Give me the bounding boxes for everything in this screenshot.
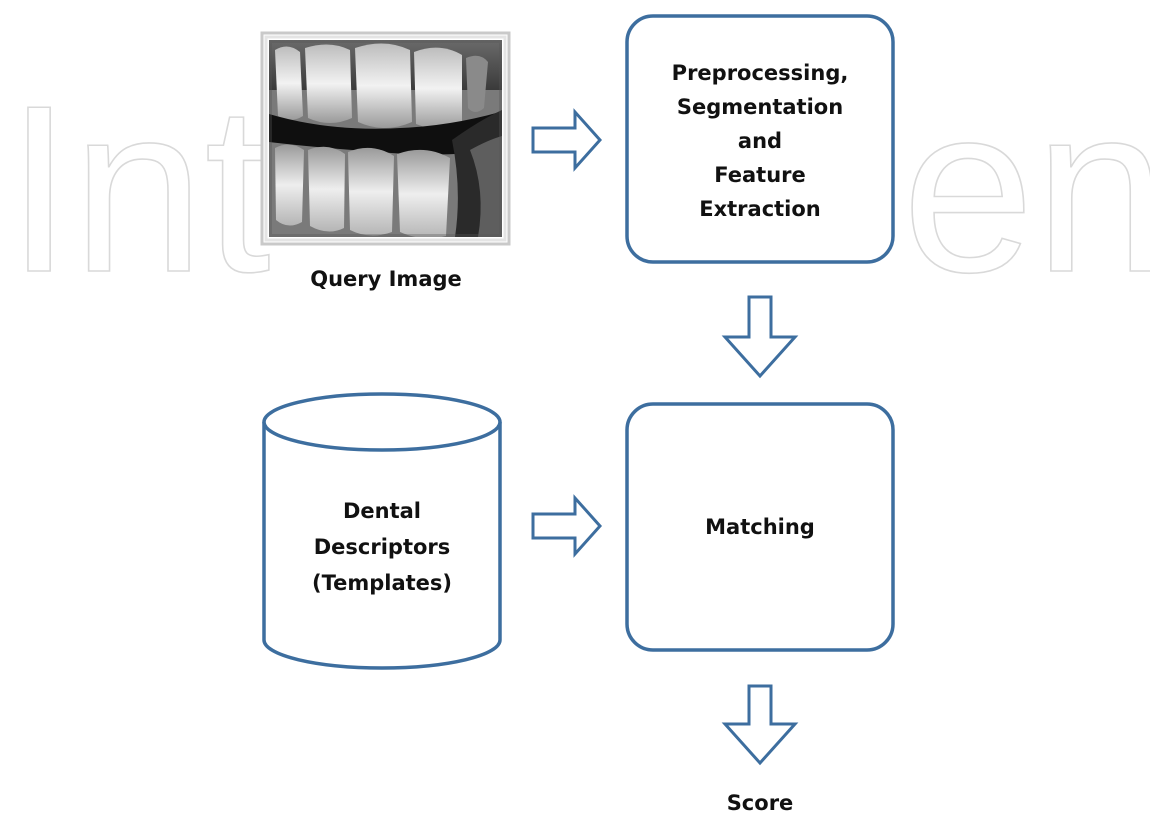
- arrow-down-icon: [721, 295, 799, 379]
- database-line-2: Descriptors: [314, 535, 451, 559]
- preprocessing-box: [625, 14, 895, 264]
- watermark-text-right: en: [902, 57, 1150, 322]
- database-label: Dental Descriptors (Templates): [312, 499, 452, 595]
- database-line-3: (Templates): [312, 571, 452, 595]
- arrow-down-icon: [721, 684, 799, 766]
- preprocessing-label: Preprocessing, Segmentation and Feature …: [672, 61, 849, 221]
- query-image: [260, 31, 511, 246]
- matching-box: [625, 402, 895, 652]
- dental-xray-image: [269, 40, 502, 237]
- arrow-right-icon: [531, 108, 603, 172]
- matching-label: Matching: [705, 515, 815, 539]
- database-cylinder-icon: [262, 392, 502, 670]
- preprocessing-line-1: Preprocessing,: [672, 61, 849, 85]
- preprocessing-line-3: and: [738, 129, 782, 153]
- query-image-caption: Query Image: [310, 267, 462, 291]
- database-line-1: Dental: [343, 499, 421, 523]
- preprocessing-line-4: Feature: [714, 163, 806, 187]
- score-label: Score: [727, 791, 794, 815]
- preprocessing-line-5: Extraction: [699, 197, 821, 221]
- watermark-text-left: Int: [6, 57, 271, 322]
- preprocessing-line-2: Segmentation: [677, 95, 843, 119]
- arrow-right-icon: [531, 494, 603, 558]
